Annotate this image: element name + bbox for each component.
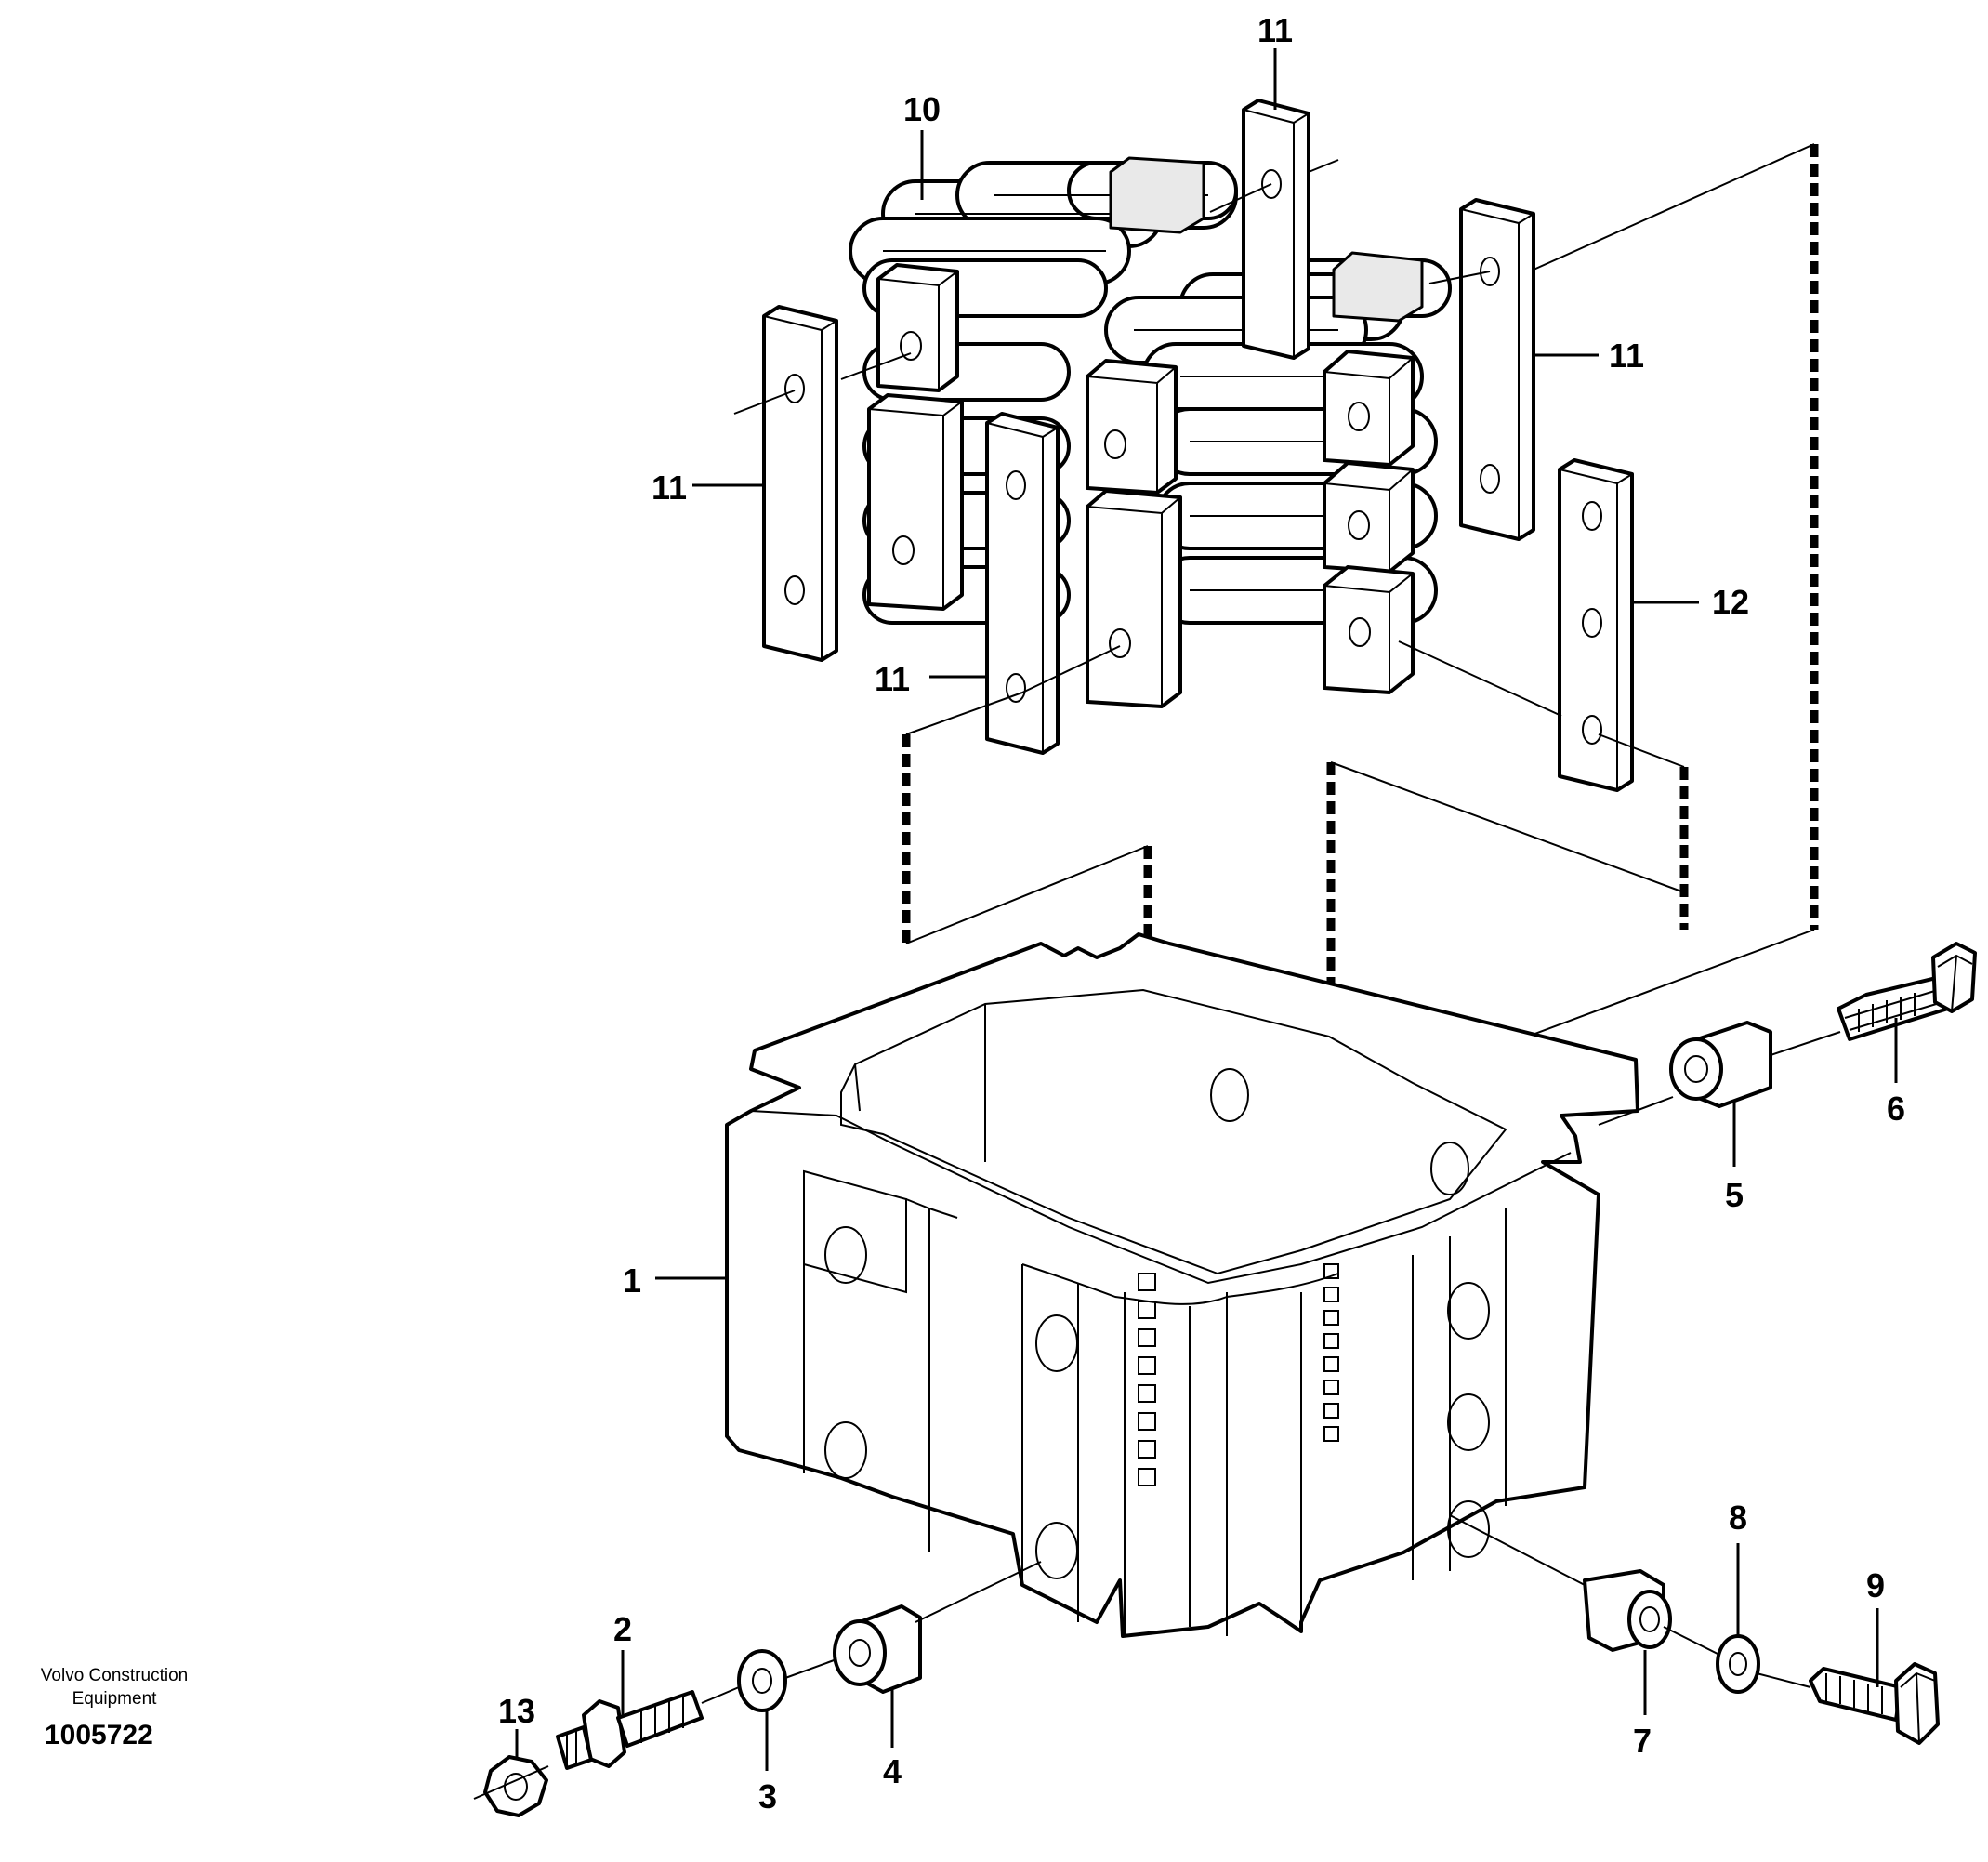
- callout-numbers: 1 2 3 4 5 6 7 8 9 10 11 11 11 11 12 13: [498, 11, 1905, 1816]
- callout-9: 9: [1866, 1566, 1885, 1604]
- connector-plates: [762, 99, 1634, 792]
- centerline-right-upper: [1598, 1031, 1841, 1126]
- callout-12: 12: [1712, 583, 1749, 621]
- callout-2: 2: [613, 1610, 632, 1648]
- callout-1: 1: [623, 1261, 641, 1300]
- drawing-credit: Volvo Construction Equipment 1005722: [7, 1664, 221, 1751]
- callout-11-right: 11: [1609, 337, 1644, 375]
- credit-line-1: Volvo Construction: [40, 1666, 189, 1685]
- housing: [725, 932, 1639, 1638]
- centerline-left-lower: [473, 1561, 1042, 1800]
- callout-5: 5: [1725, 1176, 1744, 1214]
- callout-8: 8: [1729, 1499, 1747, 1537]
- terminal-blocks: [867, 156, 1424, 708]
- bolt-part-9: [1809, 1662, 1940, 1745]
- spacer-part-5: [1669, 1021, 1772, 1108]
- callout-11-left: 11: [652, 469, 687, 507]
- heating-coil-assembly: [733, 99, 1685, 792]
- nut-part-13: [483, 1755, 548, 1817]
- centerline-right-lower: [1449, 1514, 1811, 1688]
- callout-7: 7: [1633, 1722, 1652, 1760]
- credit-line-2: Equipment: [72, 1689, 157, 1709]
- spacer-part-7: [1583, 1569, 1672, 1652]
- bolt-part-2: [556, 1690, 704, 1770]
- callout-4: 4: [883, 1752, 902, 1790]
- callout-13: 13: [498, 1692, 535, 1730]
- callout-11-lower: 11: [875, 660, 910, 698]
- callout-11-top: 11: [1257, 11, 1293, 49]
- leader-lines: [515, 48, 1898, 1771]
- bolt-part-6: [1837, 942, 1977, 1041]
- callout-3: 3: [758, 1777, 777, 1816]
- drawing-number: 1005722: [45, 1720, 153, 1750]
- bushing-part-4: [833, 1604, 922, 1694]
- callout-6: 6: [1887, 1089, 1905, 1128]
- washer-part-3: [737, 1649, 787, 1712]
- callout-10: 10: [903, 90, 941, 128]
- washer-part-8: [1716, 1634, 1760, 1694]
